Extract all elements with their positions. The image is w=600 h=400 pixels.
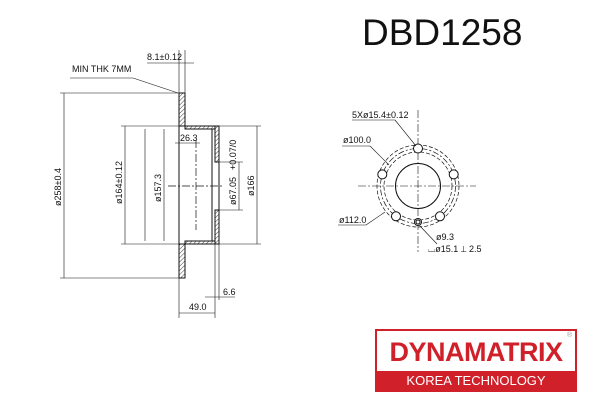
small-hole-label: ø9.3 bbox=[436, 232, 454, 242]
hat-depth-label: 26.3 bbox=[180, 133, 198, 143]
counterbore-label: ⌴ø15.1 ⟂ 2.5 bbox=[428, 244, 482, 254]
thickness-label: 8.1±0.12 bbox=[147, 52, 182, 62]
registered-mark: ® bbox=[566, 332, 572, 339]
center-bore-tolerance: +0.07/0 bbox=[228, 140, 238, 170]
inner-diameter-label: ø157.3 bbox=[153, 174, 163, 202]
part-number-title: DBD1258 bbox=[362, 12, 523, 53]
min-thickness-label: MIN THK 7MM bbox=[72, 64, 131, 74]
height-label: 49.0 bbox=[189, 302, 207, 312]
pcd-inner-label: ø100.0 bbox=[343, 135, 371, 145]
bolt-holes bbox=[377, 143, 459, 226]
hat-outer-label: ø166 bbox=[246, 175, 256, 196]
front-view: 5Xø15.4±0.12 ø100.0 ø112.0 ø9.3 ⌴ø15.1 ⟂… bbox=[338, 110, 482, 254]
brand-tagline: KOREA TECHNOLOGY bbox=[377, 371, 575, 390]
hat-diameter-label: ø164±0.12 bbox=[114, 161, 124, 204]
bolt-holes-label: 5Xø15.4±0.12 bbox=[352, 110, 408, 120]
pcd-outer-label: ø112.0 bbox=[339, 215, 366, 225]
center-bore-label: ø67.05 bbox=[228, 177, 238, 205]
outer-diameter-label: ø258±0.4 bbox=[53, 168, 63, 206]
side-section-view: 8.1±0.12 MIN THK 7MM ø258±0.4 ø164±0.12 … bbox=[53, 50, 261, 318]
brand-name: DYNAMATRIX bbox=[389, 337, 564, 367]
hub-thickness-label: 6.6 bbox=[223, 287, 236, 297]
dynamatrix-logo: DYNAMATRIX ® KOREA TECHNOLOGY bbox=[375, 329, 577, 392]
